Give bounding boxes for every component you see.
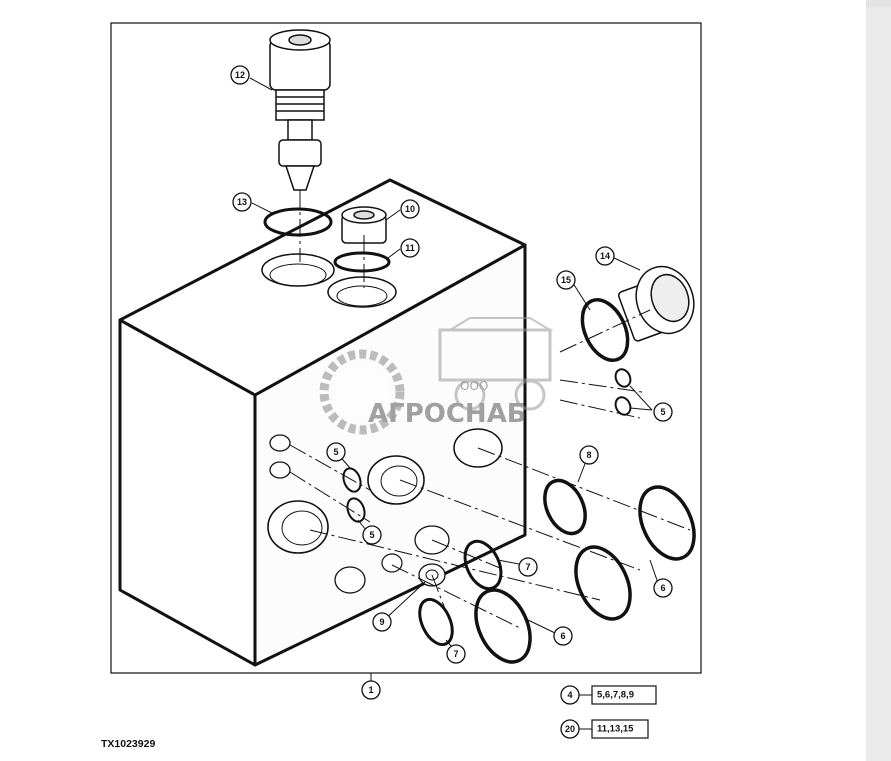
watermark: ООО АГРОСНАБ (319, 317, 554, 435)
center-lines (289, 190, 691, 629)
callout-14: 14 (595, 246, 615, 266)
kit-20-parts: 11,13,15 (597, 724, 634, 735)
callout-11: 11 (400, 238, 420, 258)
callout-12: 12 (230, 65, 250, 85)
callout-9: 9 (372, 612, 392, 632)
callout-6-lower: 6 (553, 626, 573, 646)
svg-text:10: 10 (405, 204, 415, 214)
figure-id: TX1023929 (101, 738, 156, 750)
svg-text:11: 11 (405, 243, 415, 253)
svg-text:6: 6 (560, 631, 565, 641)
o-rings-front (342, 467, 696, 664)
callout-7-lower: 7 (446, 644, 466, 664)
o-rings-top (263, 207, 391, 273)
svg-text:5: 5 (660, 407, 665, 417)
svg-text:12: 12 (235, 70, 245, 80)
svg-text:9: 9 (379, 617, 384, 627)
kit-20-number: 20 (565, 724, 575, 734)
svg-text:7: 7 (453, 649, 458, 659)
svg-text:5: 5 (333, 447, 338, 457)
diagram-frame (110, 22, 702, 674)
o-ring-15 (580, 298, 630, 362)
callout-1: 1 (361, 680, 381, 700)
svg-text:6: 6 (660, 583, 665, 593)
callout-5-upper: 5 (326, 442, 346, 462)
svg-text:8: 8 (586, 450, 591, 460)
kit-4-parts: 5,6,7,8,9 (597, 690, 634, 701)
callout-8: 8 (579, 445, 599, 465)
svg-text:13: 13 (237, 197, 247, 207)
kit-4-number: 4 (567, 690, 572, 700)
kit-20: 20 11,13,15 (560, 719, 649, 739)
kit-4: 4 5,6,7,8,9 (560, 685, 657, 705)
callout-15: 15 (556, 270, 576, 290)
relief-valve-cartridge (269, 29, 331, 191)
svg-text:15: 15 (561, 275, 571, 285)
callout-5-side: 5 (653, 402, 673, 422)
svg-text:14: 14 (600, 251, 610, 261)
watermark-small-text: ООО (460, 379, 488, 393)
svg-text:1: 1 (368, 685, 373, 695)
callout-5-lower: 5 (362, 525, 382, 545)
side-plug (617, 265, 695, 342)
callout-13: 13 (232, 192, 252, 212)
callout-7-upper: 7 (518, 557, 538, 577)
o-rings-5-side (614, 368, 632, 416)
valve-block (118, 178, 527, 667)
watermark-brand: АГРОСНАБ (368, 399, 527, 429)
callout-10: 10 (400, 199, 420, 219)
svg-text:7: 7 (525, 562, 530, 572)
svg-text:5: 5 (369, 530, 374, 540)
callout-6-right: 6 (653, 578, 673, 598)
